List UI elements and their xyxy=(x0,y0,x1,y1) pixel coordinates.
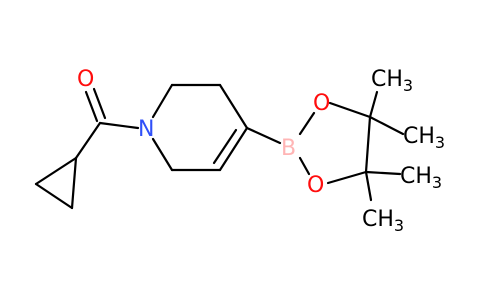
bond-co-double-a xyxy=(84,90,99,123)
atom-label-methyl-4: CH3 xyxy=(362,207,404,235)
bond-co-double-b xyxy=(92,87,107,120)
bond-b-o2 xyxy=(298,156,311,176)
atom-label-nitrogen: N xyxy=(138,117,154,142)
bond-o2-c xyxy=(326,170,368,185)
bond-c3-c4 xyxy=(218,83,249,130)
atom-label-methyl-3: CH3 xyxy=(400,164,442,192)
bond-cp-1 xyxy=(34,156,78,186)
bond-n-c2 xyxy=(151,83,174,119)
atom-label-carbonyl-oxygen: O xyxy=(77,67,94,92)
bond-c-c xyxy=(364,115,372,174)
atom-label-methyl-2: CH3 xyxy=(403,124,445,152)
bond-co-n xyxy=(98,121,140,130)
bond-c4-c5 xyxy=(218,126,249,172)
bond-o1-c xyxy=(328,101,372,119)
bond-methyl-3 xyxy=(364,170,402,176)
bond-b-o1 xyxy=(298,111,316,136)
atom-label-methyl-1: CH3 xyxy=(371,67,413,95)
bond-cp-3 xyxy=(34,182,74,210)
atom-label-boron: B xyxy=(281,136,296,161)
atom-label-ester-oxygen-top: O xyxy=(313,91,330,116)
bond-c4-b xyxy=(245,126,282,145)
bond-methyl-4 xyxy=(364,170,373,202)
atom-label-ester-oxygen-bottom: O xyxy=(307,173,324,198)
bond-c6-n xyxy=(151,137,174,172)
bond-c4-c5-inner xyxy=(212,128,238,165)
bond-cp-2 xyxy=(70,156,78,210)
bond-methyl-1 xyxy=(368,90,379,119)
bond-cp-co xyxy=(74,121,102,160)
bond-methyl-2 xyxy=(368,115,405,136)
